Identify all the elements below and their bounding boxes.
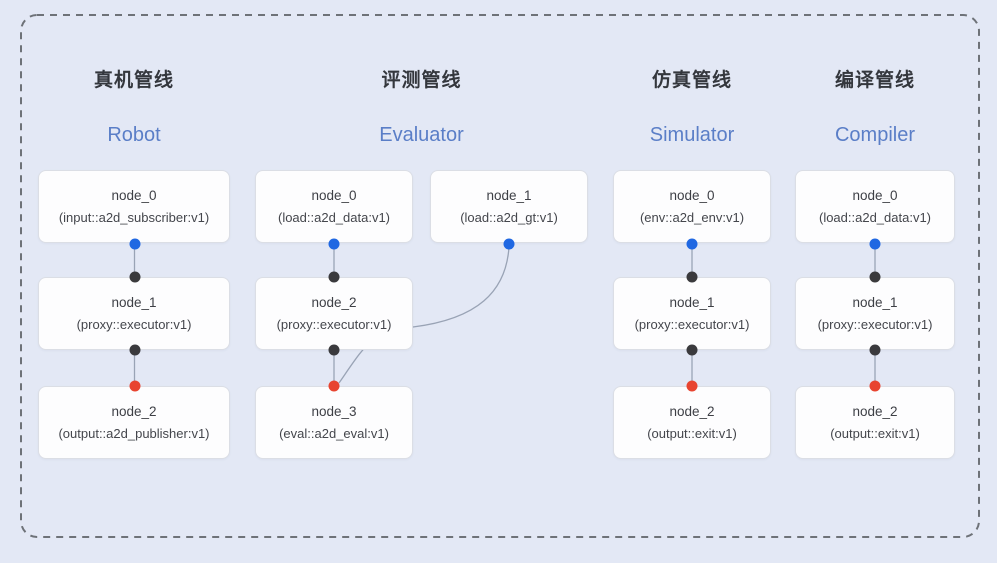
edge-evaluator-n1-n3: [338, 246, 510, 384]
node-name: node_0: [311, 188, 357, 203]
node-name: node_2: [111, 404, 157, 419]
robot-node1-output-port-dot: [129, 344, 140, 356]
evaluator-node1-output-port-dot: [503, 238, 515, 249]
evaluator-pipeline-title-en: Evaluator: [379, 124, 464, 146]
evaluator-node2-input-port-dot: [328, 271, 340, 283]
evaluator-node-3: node_3 (eval::a2d_eval:v1): [255, 386, 413, 459]
simulator-node-1: node_1 (proxy::executor:v1): [613, 277, 771, 350]
evaluator-node2-output-port-dot: [328, 344, 340, 356]
node-type: (proxy::executor:v1): [276, 317, 392, 332]
simulator-node0-output-port-dot: [686, 238, 698, 249]
robot-node0-output-port-dot: [129, 238, 140, 249]
compiler-pipeline-title-cn: 编译管线: [834, 70, 915, 91]
robot-pipeline-title-cn: 真机管线: [93, 70, 174, 91]
evaluator-node-0: node_0 (load::a2d_data:v1): [255, 170, 413, 243]
node-name: node_1: [669, 295, 715, 310]
node-type: (output::exit:v1): [830, 426, 920, 441]
simulator-pipeline-title-cn: 仿真管线: [651, 70, 732, 91]
node-type: (output::exit:v1): [647, 426, 737, 441]
robot-pipeline-title-en: Robot: [107, 124, 161, 146]
compiler-node-0: node_0 (load::a2d_data:v1): [795, 170, 955, 243]
node-name: node_1: [852, 295, 898, 310]
evaluator-node-1: node_1 (load::a2d_gt:v1): [430, 170, 588, 243]
compiler-node0-output-port-dot: [869, 238, 881, 249]
node-name: node_0: [669, 188, 715, 203]
node-name: node_0: [852, 188, 898, 203]
simulator-node1-input-port-dot: [686, 271, 698, 283]
node-name: node_1: [486, 188, 532, 203]
simulator-pipeline-title-en: Simulator: [649, 124, 735, 146]
simulator-node-2: node_2 (output::exit:v1): [613, 386, 771, 459]
node-type: (env::a2d_env:v1): [639, 210, 745, 225]
robot-node1-input-port-dot: [129, 271, 140, 283]
robot-node-0: node_0 (input::a2d_subscriber:v1): [38, 170, 230, 243]
node-type: (proxy::executor:v1): [76, 317, 192, 332]
node-name: node_2: [669, 404, 715, 419]
node-type: (load::a2d_data:v1): [818, 210, 932, 225]
node-type: (eval::a2d_eval:v1): [279, 426, 389, 441]
evaluator-node0-output-port-dot: [328, 238, 340, 249]
compiler-node2-input-port-dot: [869, 380, 881, 392]
node-name: node_3: [311, 404, 357, 419]
compiler-node1-output-port-dot: [869, 344, 881, 356]
node-type: (load::a2d_gt:v1): [460, 210, 558, 225]
evaluator-node-2: node_2 (proxy::executor:v1): [255, 277, 413, 350]
node-type: (output::a2d_publisher:v1): [58, 426, 210, 441]
simulator-node2-input-port-dot: [686, 380, 698, 392]
compiler-node-1: node_1 (proxy::executor:v1): [795, 277, 955, 350]
robot-node-2: node_2 (output::a2d_publisher:v1): [38, 386, 230, 459]
simulator-node1-output-port-dot: [686, 344, 698, 356]
node-name: node_2: [852, 404, 898, 419]
simulator-node-0: node_0 (env::a2d_env:v1): [613, 170, 771, 243]
compiler-node1-input-port-dot: [869, 271, 881, 283]
node-type: (load::a2d_data:v1): [277, 210, 391, 225]
evaluator-pipeline-title-cn: 评测管线: [381, 70, 462, 91]
compiler-node-2: node_2 (output::exit:v1): [795, 386, 955, 459]
node-name: node_0: [111, 188, 157, 203]
robot-node2-input-port-dot: [129, 380, 140, 392]
node-type: (input::a2d_subscriber:v1): [58, 210, 210, 225]
robot-node-1: node_1 (proxy::executor:v1): [38, 277, 230, 350]
dashed-frame: [20, 14, 980, 538]
node-name: node_1: [111, 295, 157, 310]
node-type: (proxy::executor:v1): [634, 317, 750, 332]
compiler-pipeline-title-en: Compiler: [834, 124, 916, 146]
evaluator-node3-input-port-dot: [328, 380, 340, 392]
node-name: node_2: [311, 295, 357, 310]
node-type: (proxy::executor:v1): [817, 317, 933, 332]
